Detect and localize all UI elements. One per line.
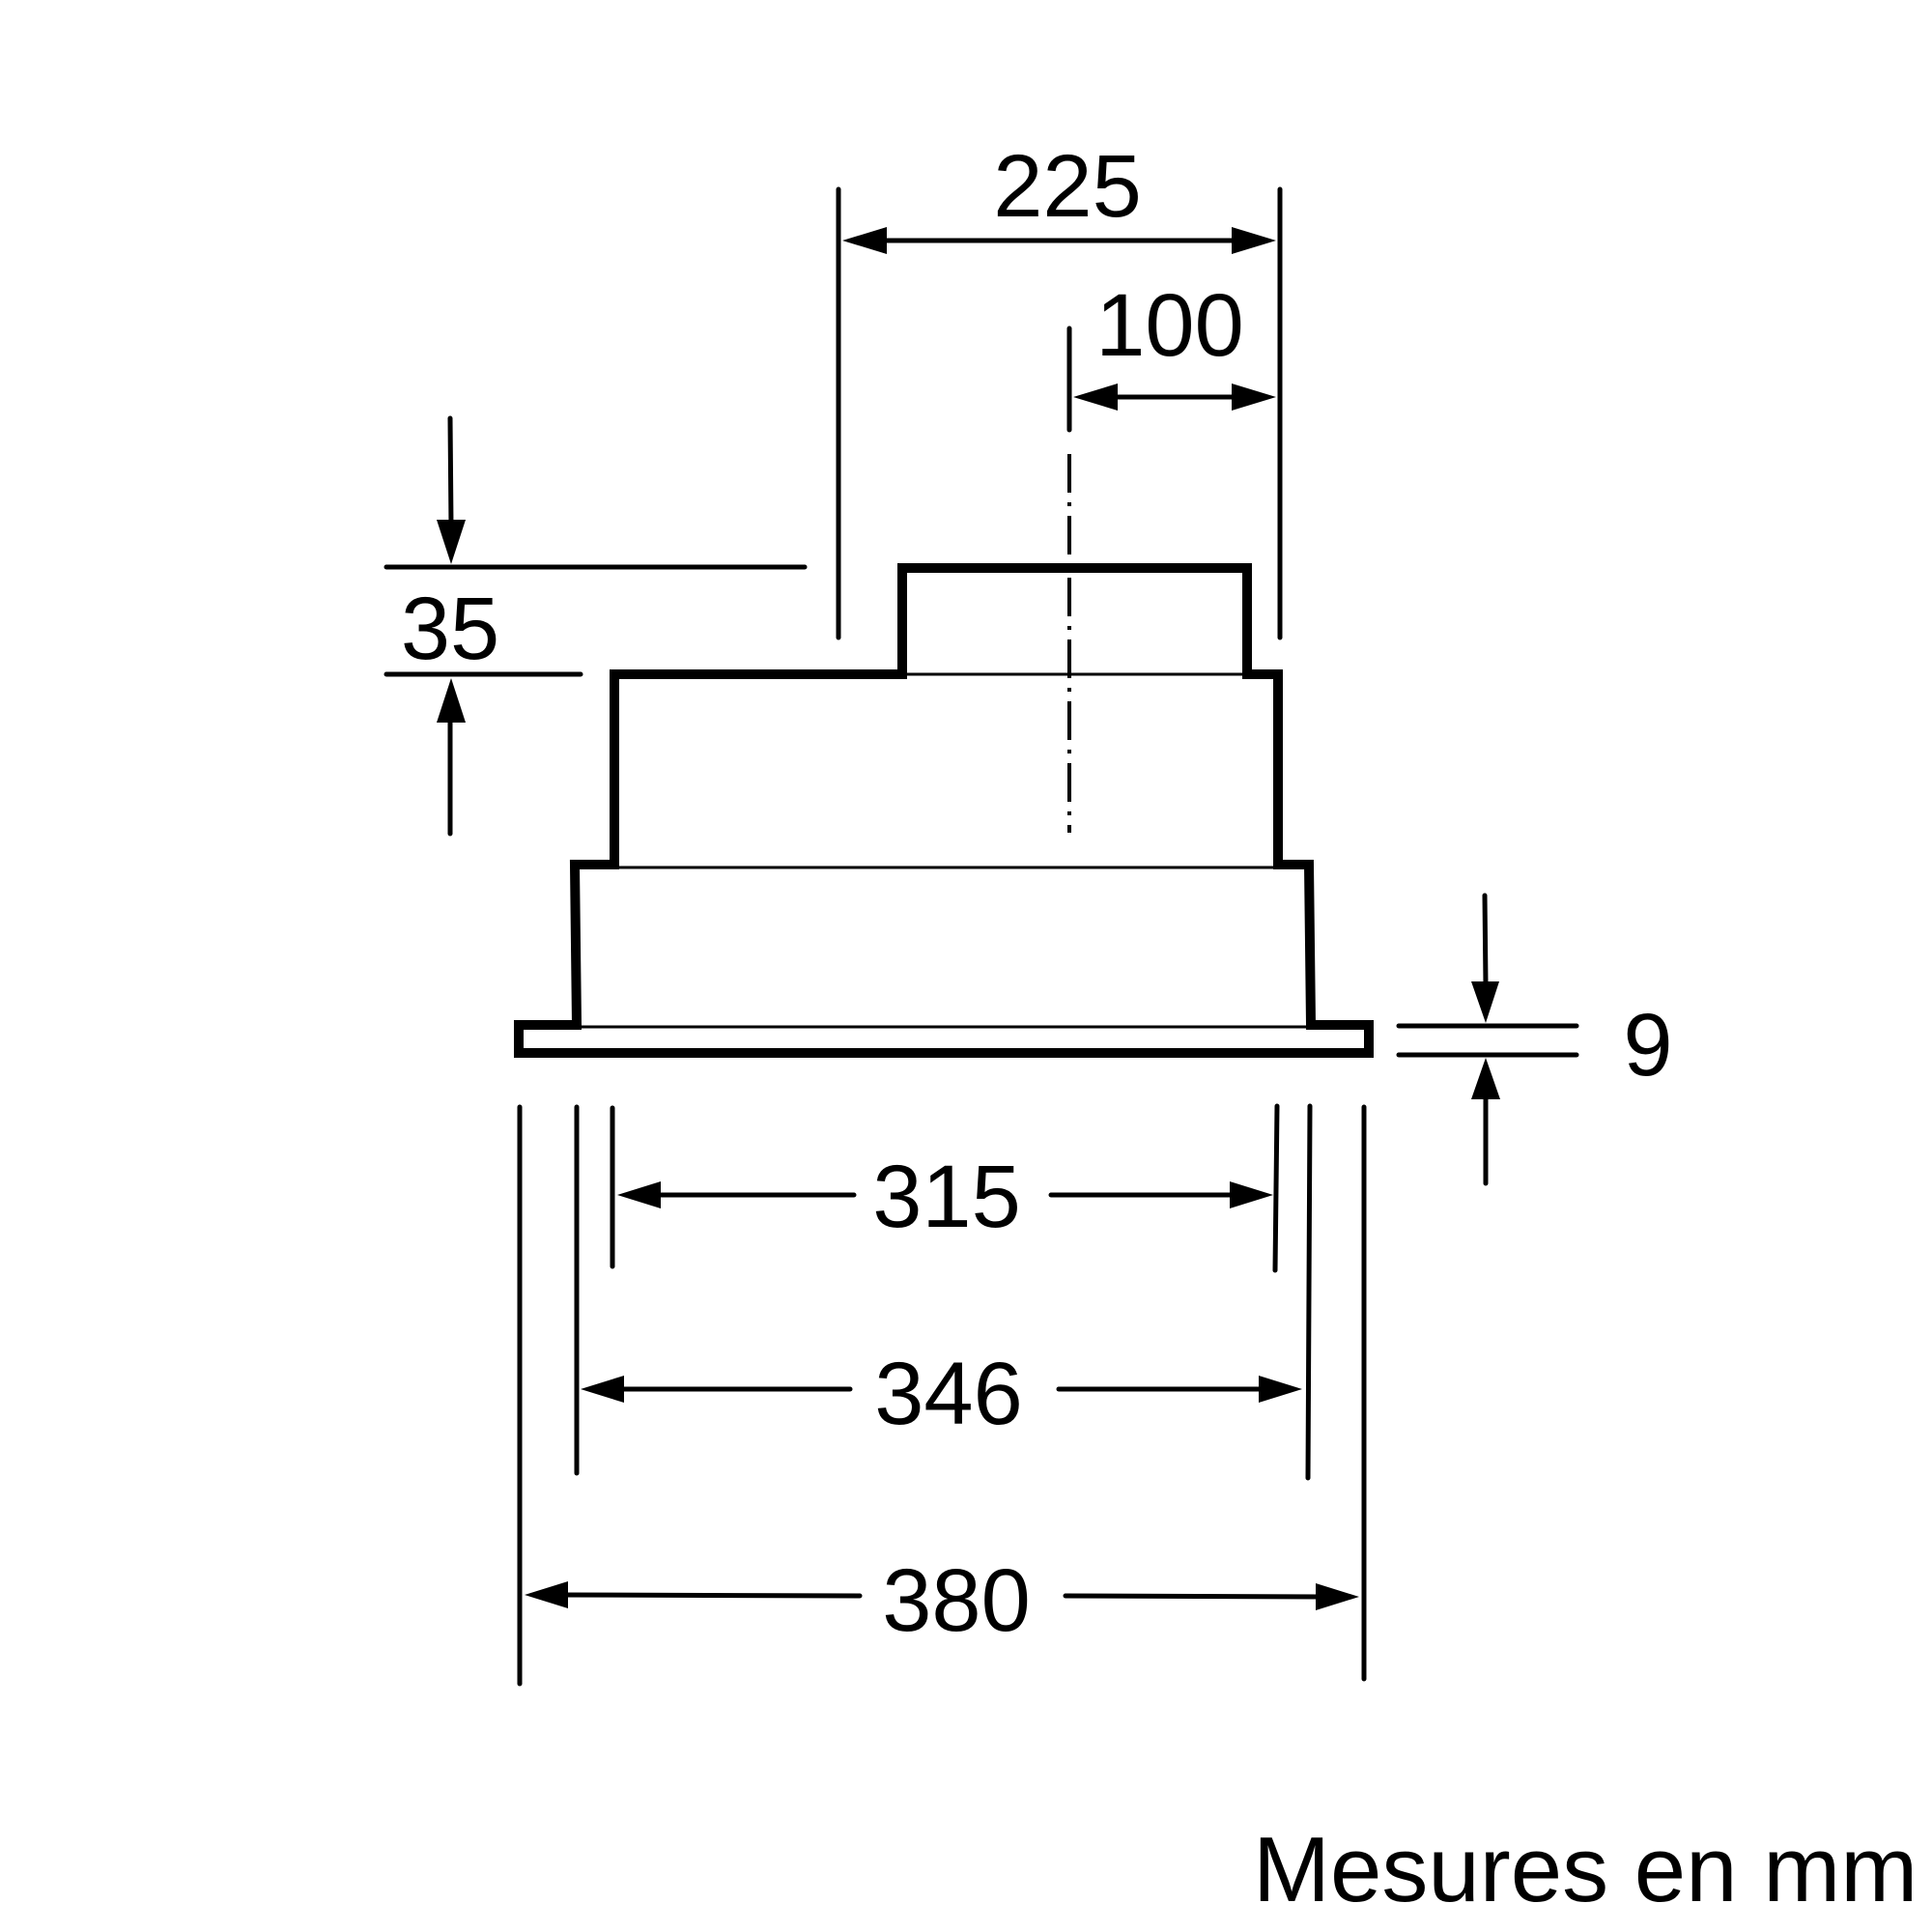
dim-225: 225 <box>836 137 1283 640</box>
extension-line <box>1272 1103 1280 1273</box>
dim-label-225: 225 <box>993 137 1142 236</box>
arrow-down-icon <box>1471 981 1499 1023</box>
extension-line <box>1305 1103 1313 1481</box>
hood-outline <box>514 563 1374 1058</box>
dim-label-100: 100 <box>1095 276 1244 375</box>
arrow-left-icon <box>1073 384 1118 411</box>
dim-label-346: 346 <box>874 1345 1023 1443</box>
arrow-left-icon <box>842 227 887 254</box>
dim-label-380: 380 <box>882 1551 1031 1650</box>
dim-346: 346 <box>574 1103 1313 1481</box>
dim-label-315: 315 <box>872 1148 1021 1246</box>
arrow-down-icon <box>437 520 466 564</box>
arrow-right-icon <box>1316 1583 1359 1610</box>
dim-380: 380 <box>517 1104 1367 1687</box>
units-note: Mesures en mm <box>1253 1818 1918 1921</box>
arrow-right-icon <box>1230 1181 1273 1208</box>
arrow-left-icon <box>525 1581 568 1608</box>
dimension-line <box>557 1592 863 1599</box>
dim-315: 315 <box>610 1103 1280 1273</box>
arrow-right-icon <box>1259 1376 1302 1403</box>
dim-9: 9 <box>1396 893 1673 1186</box>
dim-35: 35 <box>384 415 808 837</box>
unit-silhouette <box>514 563 1374 1058</box>
dimension-line <box>447 415 454 529</box>
arrow-left-icon <box>581 1376 624 1403</box>
arrow-right-icon <box>1232 227 1276 254</box>
arrow-right-icon <box>1232 384 1276 411</box>
dim-label-9: 9 <box>1623 996 1672 1094</box>
arrow-up-icon <box>1471 1058 1500 1099</box>
dim-label-35: 35 <box>401 580 499 678</box>
dimension-line <box>1482 893 1489 988</box>
arrow-up-icon <box>437 678 466 723</box>
arrow-left-icon <box>617 1181 661 1208</box>
dim-100: 100 <box>1066 276 1276 433</box>
dimension-line <box>1063 1593 1326 1600</box>
